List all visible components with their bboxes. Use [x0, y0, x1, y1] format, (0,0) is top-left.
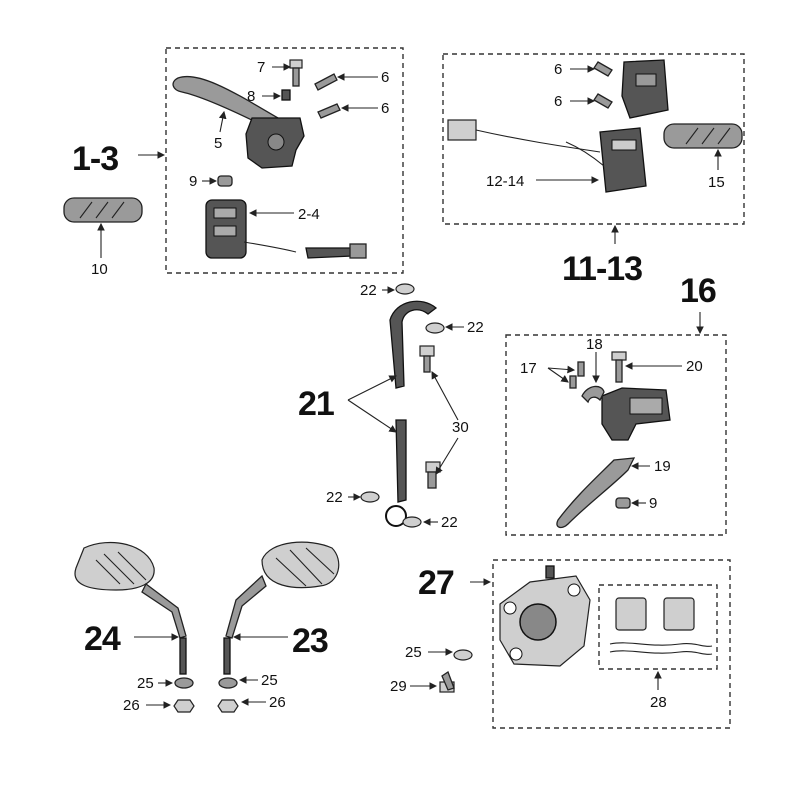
- banjo-bolt-30-lower: [425, 461, 441, 489]
- screw-6-a: [314, 73, 338, 91]
- screw-6-b: [317, 103, 341, 119]
- leader-lines: [97, 63, 722, 709]
- callout-22-c: 22: [326, 489, 343, 506]
- screw-6-d: [593, 93, 613, 109]
- brake-caliper-27: [499, 565, 591, 667]
- callout-23: 23: [292, 622, 328, 660]
- callout-27: 27: [418, 564, 454, 602]
- callout-5: 5: [214, 135, 222, 152]
- callout-16: 16: [680, 272, 716, 310]
- brake-pads-28: [609, 597, 713, 655]
- washers-25-mirror: [174, 677, 238, 689]
- nuts-26: [173, 699, 239, 713]
- switch-wire-right: [447, 119, 605, 167]
- callout-28: 28: [650, 694, 667, 711]
- callout-6-c: 6: [554, 61, 562, 78]
- switch-housing-right-top: [621, 59, 669, 119]
- plug-9-left: [217, 175, 233, 187]
- grip-10: [63, 197, 143, 223]
- screw-6-c: [593, 61, 613, 77]
- group-box-brake-pads: [598, 584, 718, 670]
- clamp-18: [581, 385, 605, 404]
- callout-6-d: 6: [554, 93, 562, 110]
- callout-24: 24: [84, 620, 121, 658]
- group-box-master-cylinder: [505, 334, 727, 536]
- callout-6-b: 6: [381, 100, 389, 117]
- callout-25-c: 25: [405, 644, 422, 661]
- brake-hose-upper: [389, 300, 438, 389]
- callout-21: 21: [298, 385, 334, 423]
- banjo-bolt-30-upper: [419, 345, 435, 373]
- bolt-7: [289, 59, 303, 87]
- callout-12-14: 12-14: [486, 173, 524, 190]
- mirror-24: [74, 541, 187, 675]
- pivot-pin-8: [281, 89, 291, 101]
- callout-2-4: 2-4: [298, 206, 320, 223]
- callout-17: 17: [520, 360, 537, 377]
- callout-20: 20: [686, 358, 703, 375]
- callout-30: 30: [452, 419, 469, 436]
- callout-29: 29: [390, 678, 407, 695]
- callout-9-a: 9: [189, 173, 197, 190]
- master-cylinder-body: [601, 387, 671, 441]
- screws-17: [569, 361, 585, 389]
- callout-7: 7: [257, 59, 265, 76]
- washer-25-caliper: [453, 649, 473, 661]
- callout-6-a: 6: [381, 69, 389, 86]
- callout-25-b: 25: [261, 672, 278, 689]
- group-box-left-switch: [165, 47, 404, 274]
- callout-9-b: 9: [649, 495, 657, 512]
- callout-10: 10: [91, 261, 108, 278]
- callout-11-13: 11-13: [562, 250, 642, 288]
- lever-bracket-left: [245, 117, 305, 169]
- bolt-29: [439, 671, 455, 693]
- callout-15: 15: [708, 174, 725, 191]
- brake-hose-lower: [385, 419, 407, 527]
- callout-22-a: 22: [360, 282, 377, 299]
- switch-wire-left: [243, 241, 367, 259]
- plug-9-right: [615, 497, 631, 509]
- bolt-20: [611, 351, 627, 383]
- callout-26-a: 26: [123, 697, 140, 714]
- callout-1-3: 1-3: [72, 140, 118, 178]
- grip-15: [663, 123, 743, 149]
- group-box-right-switch: [442, 53, 745, 225]
- callout-8: 8: [247, 88, 255, 105]
- callout-26-b: 26: [269, 694, 286, 711]
- mirror-23: [223, 541, 340, 675]
- group-box-caliper: [492, 559, 731, 729]
- callout-25-a: 25: [137, 675, 154, 692]
- brake-lever-19: [556, 457, 636, 529]
- switch-housing-right-bottom: [599, 127, 647, 193]
- switch-housing-left: [205, 199, 247, 259]
- callout-19: 19: [654, 458, 671, 475]
- callout-22-d: 22: [441, 514, 458, 531]
- callout-18: 18: [586, 336, 603, 353]
- callout-22-b: 22: [467, 319, 484, 336]
